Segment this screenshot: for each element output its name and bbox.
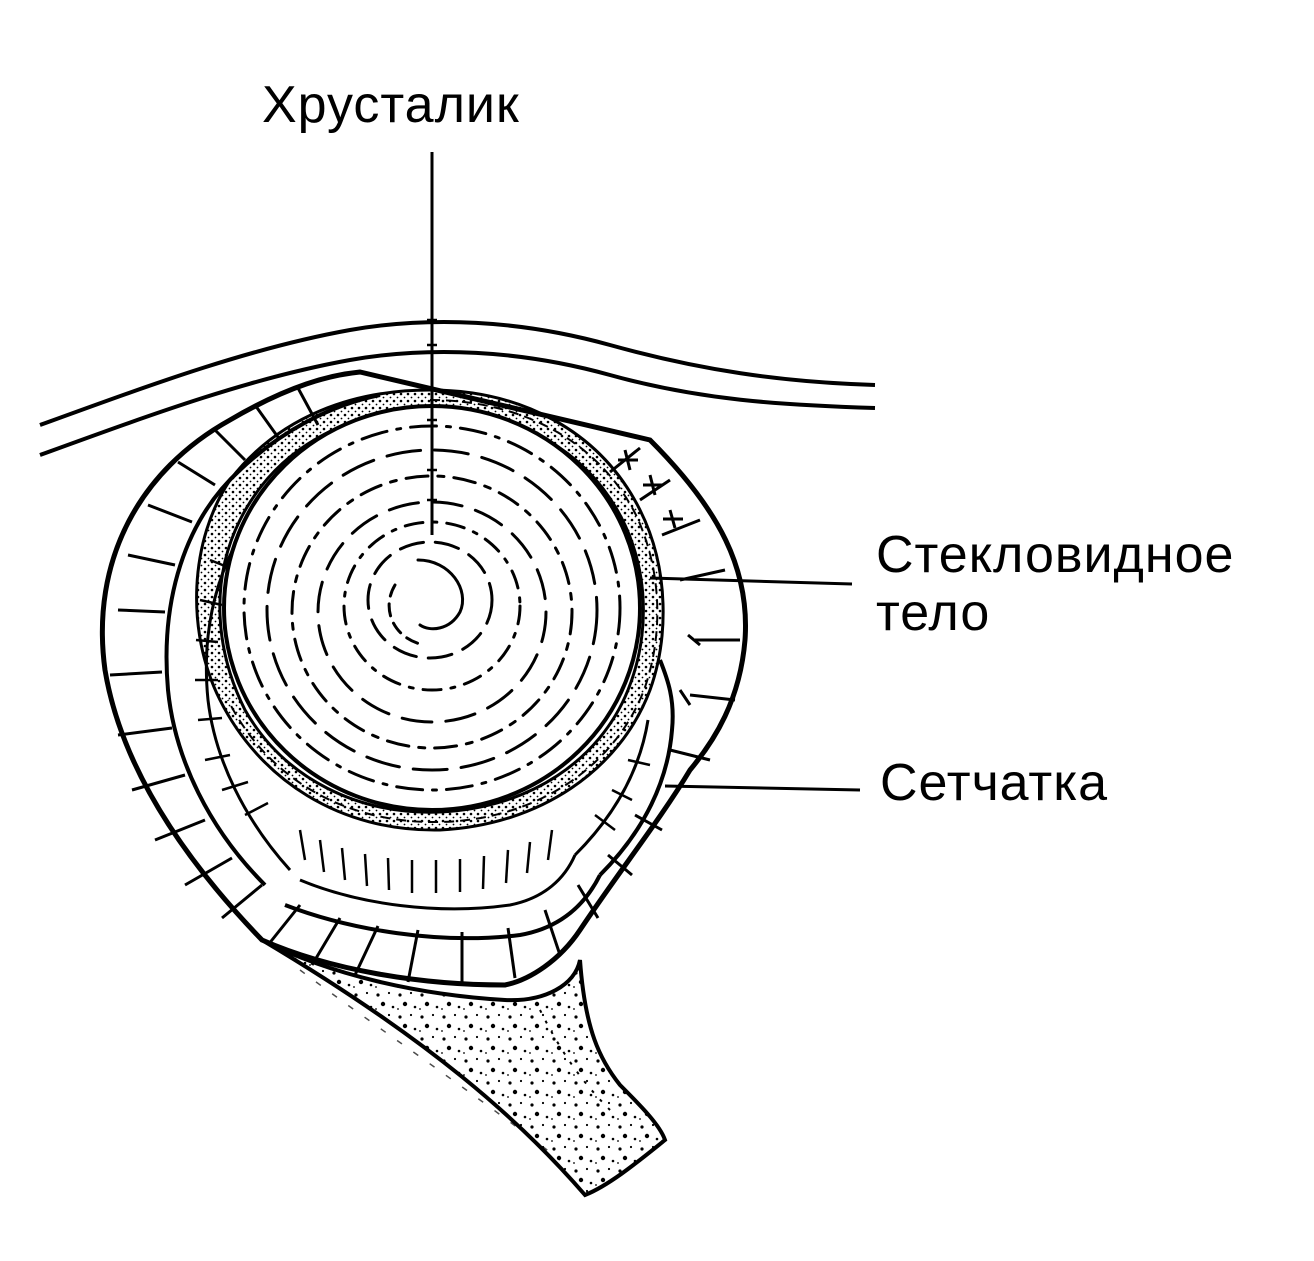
ectoderm-line-outer [39, 320, 876, 427]
label-vitreous-line2: тело [876, 584, 991, 643]
optic-stalk [260, 938, 668, 1198]
leader-line-retina [664, 784, 861, 792]
ectoderm-line-inner [39, 350, 876, 457]
label-retina: Сетчатка [880, 754, 1109, 812]
ectoderm-layers [39, 320, 876, 457]
lens-leader-ticks [427, 318, 437, 502]
optic-cup-outer-layer [99, 369, 749, 988]
retina-striations [195, 558, 651, 893]
label-lens: Хрусталик [262, 76, 520, 134]
leader-line-vitreous [649, 576, 853, 586]
label-vitreous-line1: Стекловидное [876, 526, 1235, 584]
label-vitreous-body: Стекловидное тело [876, 526, 1234, 642]
vitreous-zone [195, 388, 665, 832]
cell-marks [618, 449, 701, 706]
